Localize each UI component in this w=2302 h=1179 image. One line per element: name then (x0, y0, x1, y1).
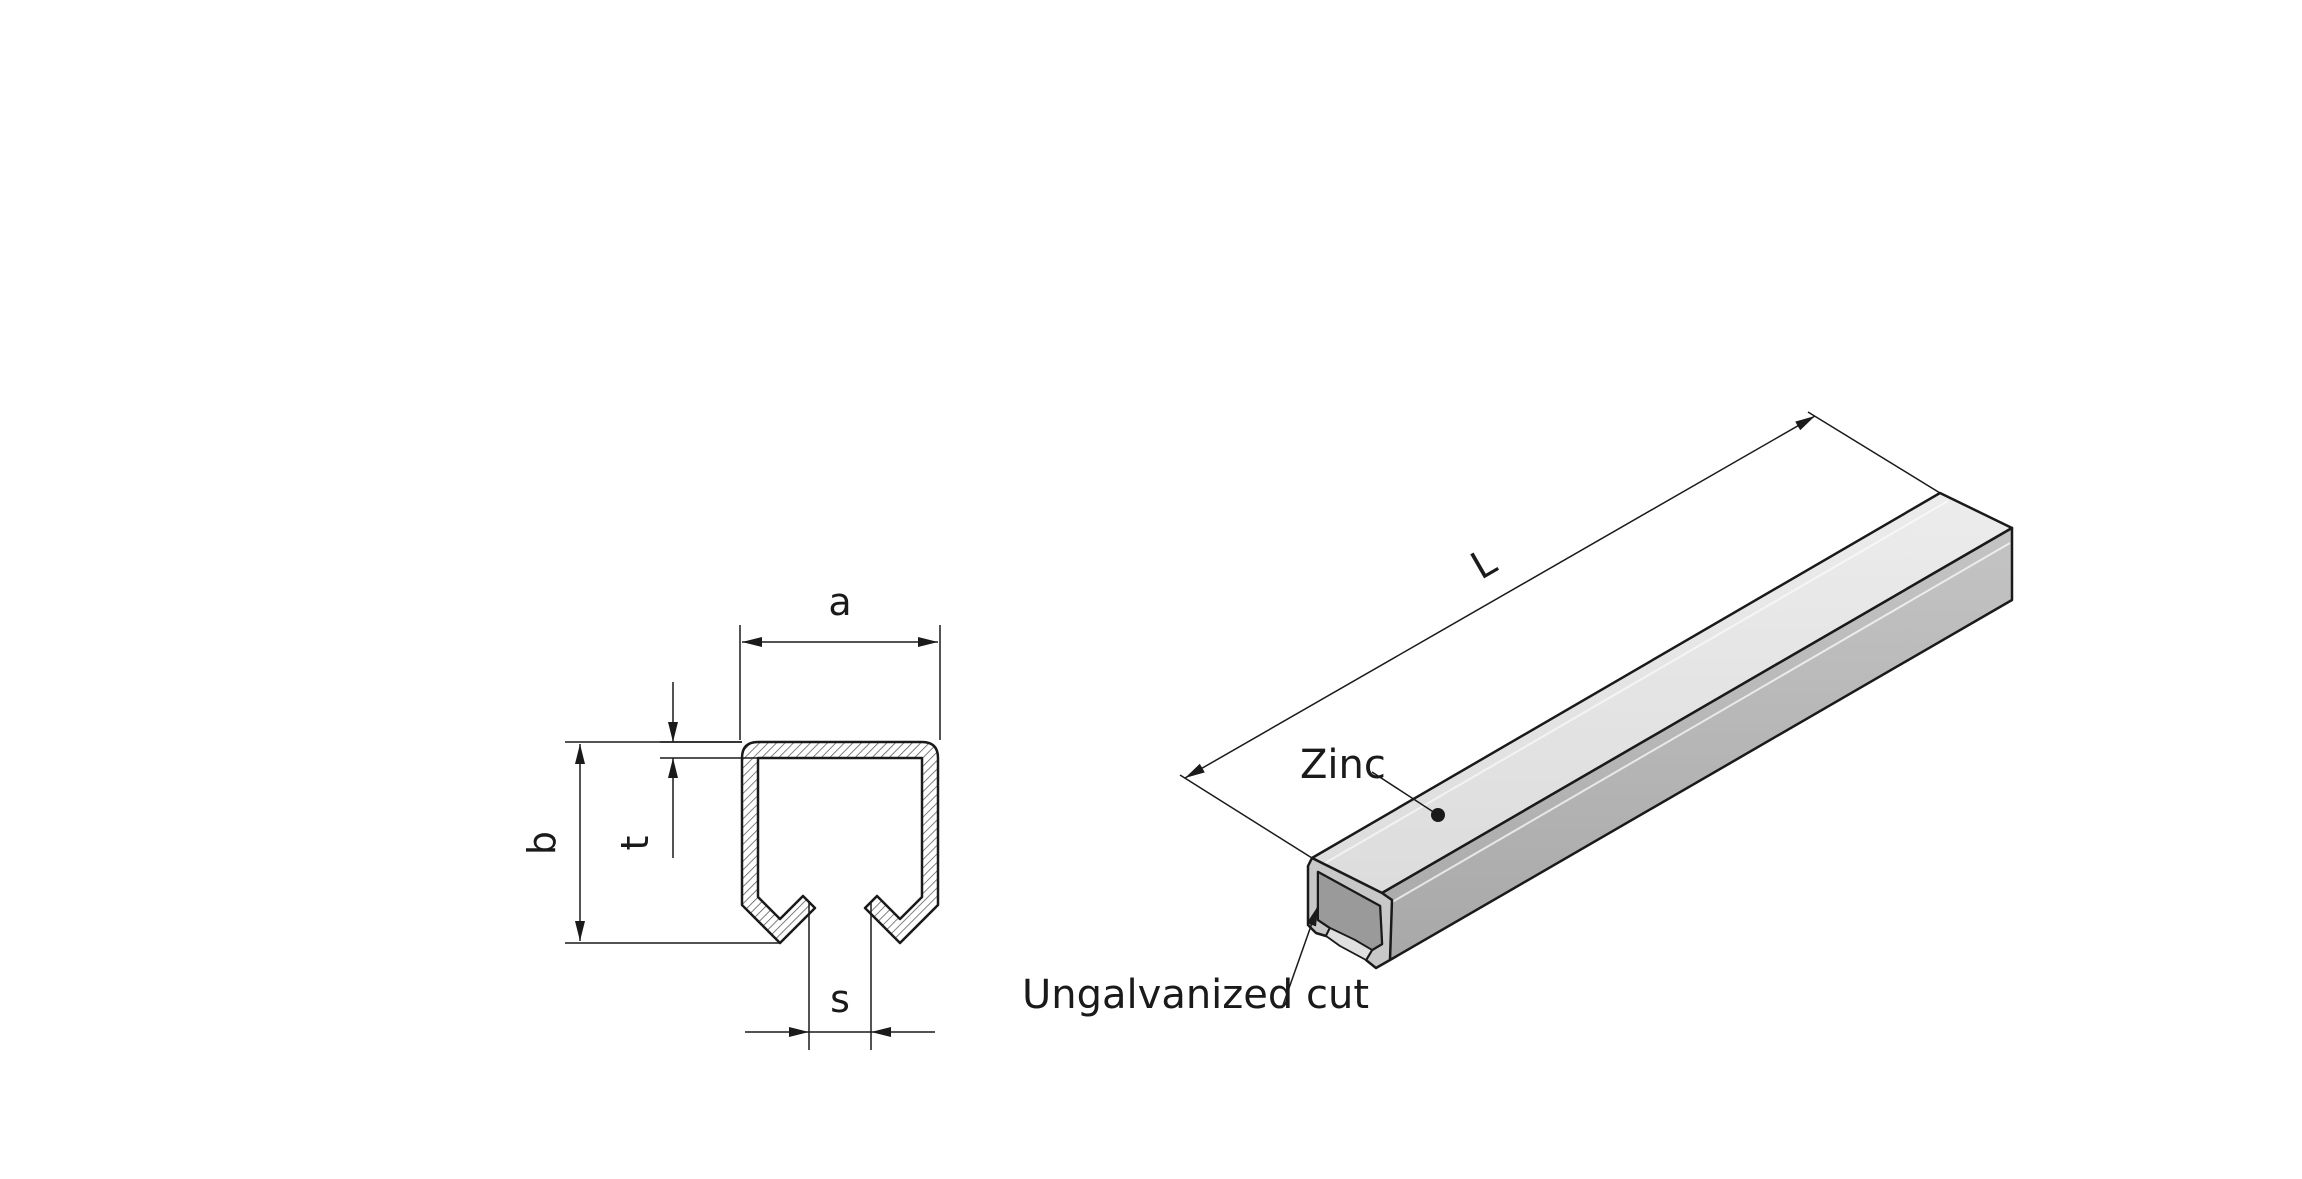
label-s: s (830, 977, 850, 1021)
rail-top-face (1310, 491, 2014, 895)
label-zinc: Zinc (1300, 742, 1386, 788)
label-b: b (520, 831, 564, 855)
label-t: t (613, 836, 657, 851)
label-a: a (828, 580, 851, 624)
label-ungalvanized-cut: Ungalvanized cut (1022, 972, 1369, 1018)
dim-line-L (1184, 415, 1816, 779)
cross-section: a b t s (520, 580, 941, 1050)
isometric-rail: L Zinc Ungalvanized cut (1022, 411, 2014, 1018)
label-L: L (1463, 539, 1503, 588)
profile-wall (740, 740, 940, 945)
rail-front-face (1380, 526, 2014, 962)
